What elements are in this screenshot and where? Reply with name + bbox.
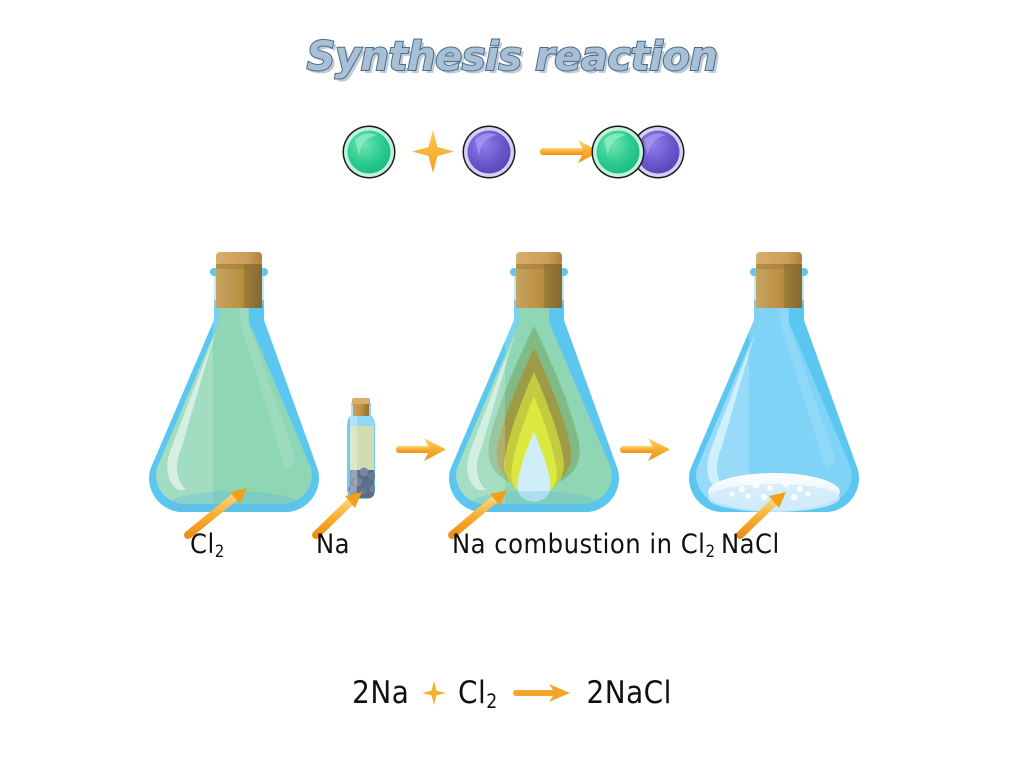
- process-arrow-2: [620, 438, 670, 461]
- equation-product: 2NaCl: [586, 674, 672, 711]
- purple-atom-icon: [462, 125, 516, 179]
- pointer-arrow-nacl: [736, 492, 786, 539]
- equation-reactant-cl-sub: 2: [486, 689, 498, 713]
- flask-nacl: [689, 252, 859, 512]
- label-nacl: NaCl: [721, 529, 780, 560]
- equation-arrow-icon: [513, 683, 571, 702]
- product-molecule-icon: [591, 125, 685, 179]
- flask-combustion: [449, 252, 619, 512]
- bottle-na: [347, 398, 375, 499]
- reaction-arrow-icon: [540, 140, 600, 163]
- green-atom-icon: [342, 125, 396, 179]
- flask-cl2: [149, 252, 319, 512]
- label-combustion-sub: 2: [705, 541, 716, 561]
- label-nacl-text: NaCl: [721, 529, 780, 560]
- equation-reactant-cl-text: Cl: [458, 674, 487, 711]
- label-combustion-text: Na combustion in Cl: [452, 529, 706, 560]
- equation-reactant-na: 2Na: [352, 674, 410, 711]
- label-combustion: Na combustion in Cl2: [452, 529, 716, 561]
- plus-star-icon: [412, 130, 454, 173]
- label-cl2-sub: 2: [214, 541, 225, 561]
- page-title: Synthesis reaction: [306, 33, 719, 81]
- equation-plus-star-icon: [421, 680, 446, 705]
- pointer-arrow-combustion: [448, 490, 507, 539]
- label-cl2-text: Cl: [190, 529, 215, 560]
- pointer-arrow-na: [312, 492, 362, 539]
- pointer-arrow-cl2: [184, 488, 247, 539]
- chemical-equation: 2Na Cl2 2NaCl: [0, 673, 1024, 713]
- label-na: Na: [316, 529, 350, 560]
- label-cl2: Cl2: [190, 529, 225, 561]
- label-na-text: Na: [316, 529, 351, 560]
- process-arrow-1: [396, 438, 446, 461]
- equation-reactant-cl: Cl2: [458, 674, 498, 713]
